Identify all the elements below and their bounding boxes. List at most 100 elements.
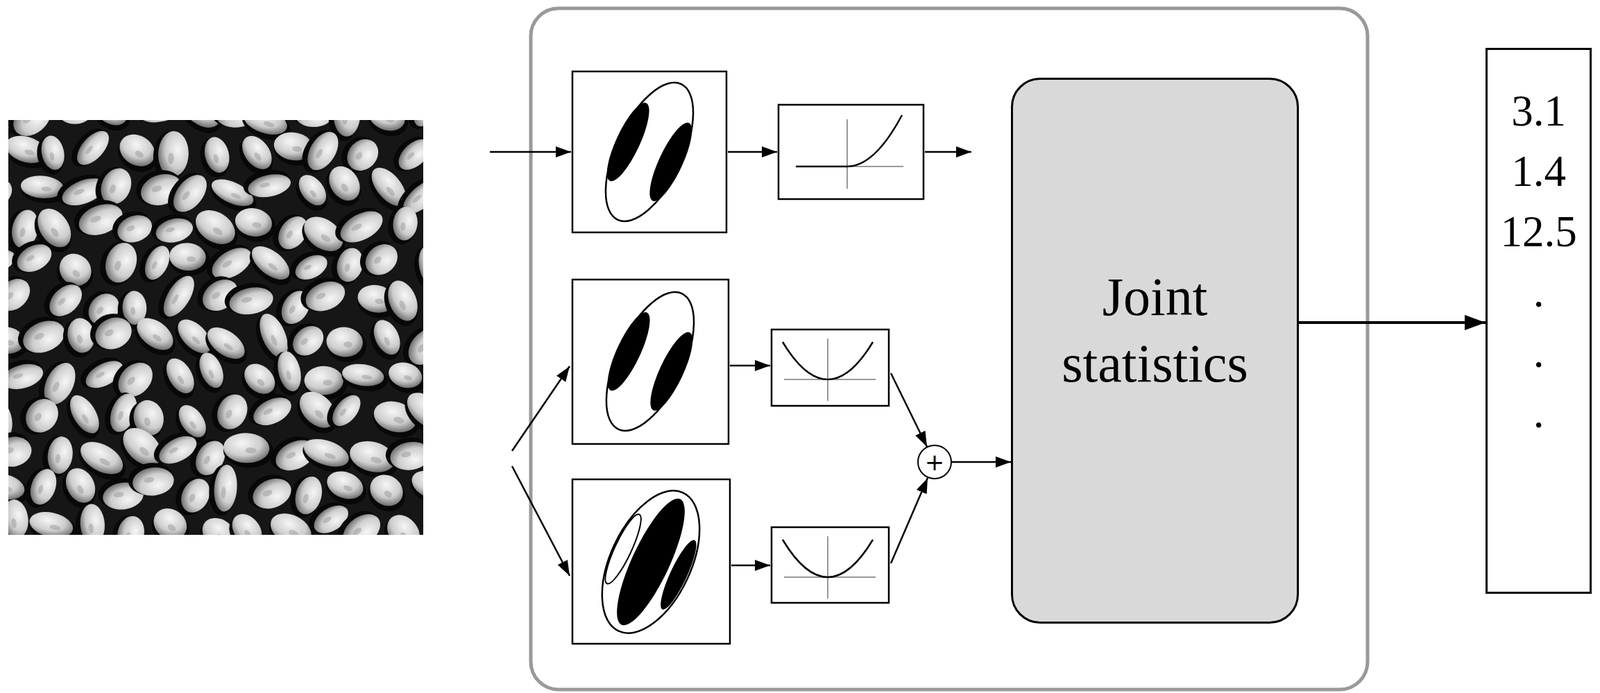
axis-line — [827, 338, 829, 402]
bean — [410, 243, 424, 295]
bean-body — [79, 503, 107, 535]
bean-body — [300, 433, 353, 472]
bean-shadow — [353, 233, 404, 284]
bean-shadow — [222, 508, 270, 535]
axis-line — [827, 536, 829, 599]
bean-spot — [125, 224, 136, 232]
filter-outline — [582, 475, 720, 649]
bean — [320, 387, 366, 435]
bean-body — [25, 465, 62, 509]
bean-spot — [256, 378, 266, 388]
bean-spot — [125, 375, 137, 387]
bean-shadow — [51, 120, 95, 125]
bean-spot — [76, 334, 84, 345]
bean-spot — [229, 191, 242, 200]
bean-spot — [342, 120, 348, 125]
bean-body — [303, 366, 344, 396]
bean — [222, 508, 271, 535]
bean — [148, 210, 196, 248]
bean — [8, 498, 32, 535]
nonlinearity-box — [771, 527, 889, 603]
bean — [243, 387, 297, 433]
bean-shadow — [94, 237, 141, 291]
texture-ground — [8, 120, 424, 535]
bean — [128, 311, 183, 363]
bean-body — [392, 133, 424, 176]
bean-body — [27, 507, 76, 535]
bean-shadow — [167, 242, 211, 277]
bean-spot — [253, 151, 263, 162]
bean — [222, 432, 275, 470]
bean-spot — [83, 144, 95, 155]
bean-shadow — [318, 160, 368, 214]
bean-spot — [405, 151, 416, 161]
bean-shadow — [25, 508, 80, 535]
bean-body — [135, 120, 186, 127]
bean-shadow — [383, 434, 424, 473]
flow-arrow — [727, 151, 778, 154]
bean-spot — [150, 184, 163, 194]
input-arrow — [512, 466, 570, 576]
bean-spot — [116, 410, 125, 422]
bean-body — [322, 160, 367, 207]
bean-spot — [167, 446, 180, 456]
bean-body — [232, 205, 275, 241]
bean-body — [368, 315, 406, 359]
bean-spot — [8, 485, 14, 494]
bean-body — [189, 203, 242, 252]
bean — [51, 120, 95, 125]
bean-spot — [108, 183, 118, 195]
bean — [376, 508, 424, 535]
bean-body — [336, 507, 387, 535]
bean — [231, 205, 279, 246]
bean-spot — [262, 120, 276, 129]
bean-shadow — [298, 434, 356, 479]
bean-spot — [21, 120, 34, 125]
bean-spot — [8, 290, 15, 302]
bean-body — [114, 513, 148, 535]
bean-body — [8, 432, 35, 470]
vector-value: . — [1533, 322, 1545, 384]
bean-shadow — [19, 463, 61, 513]
bean-body — [400, 385, 424, 437]
bean-shadow — [410, 243, 424, 294]
bean-body — [157, 271, 201, 322]
bean-shadow — [242, 469, 296, 516]
bean-body — [100, 238, 143, 288]
bean-spot — [400, 450, 412, 458]
input-arrow — [512, 366, 570, 451]
filter-box — [572, 279, 729, 445]
bean-spot — [224, 408, 234, 420]
bean-spot — [372, 255, 384, 266]
bean-shadow — [330, 503, 387, 535]
output-arrow — [924, 151, 972, 154]
bean-spot — [374, 298, 386, 306]
bean-spot — [321, 515, 333, 525]
bean-spot — [422, 410, 424, 422]
square-curve — [782, 342, 873, 380]
bean — [156, 353, 203, 405]
bean — [397, 385, 424, 443]
bean-spot — [23, 148, 36, 157]
bean-body — [364, 468, 410, 513]
bean-shadow — [148, 210, 196, 248]
bean-body — [201, 134, 234, 176]
bean — [385, 204, 420, 247]
bean-shadow — [64, 122, 114, 174]
bean-body — [38, 133, 68, 173]
statistics-box: Joint statistics — [1010, 77, 1299, 624]
bean-body — [407, 464, 424, 506]
nonlinearity-box — [771, 329, 889, 406]
bean-spot — [383, 120, 395, 124]
bean-body — [168, 241, 207, 272]
bean-body — [45, 435, 75, 476]
bean — [8, 169, 18, 218]
feature-vector-box: 3.11.412.5... — [1485, 47, 1592, 594]
bean-spot — [242, 528, 253, 535]
bean-spot — [220, 487, 227, 499]
bean-spot — [322, 379, 333, 386]
bean-shadow — [8, 268, 37, 320]
vector-value: . — [1533, 262, 1545, 323]
bean-body — [160, 353, 200, 399]
bean-spot — [319, 233, 333, 245]
